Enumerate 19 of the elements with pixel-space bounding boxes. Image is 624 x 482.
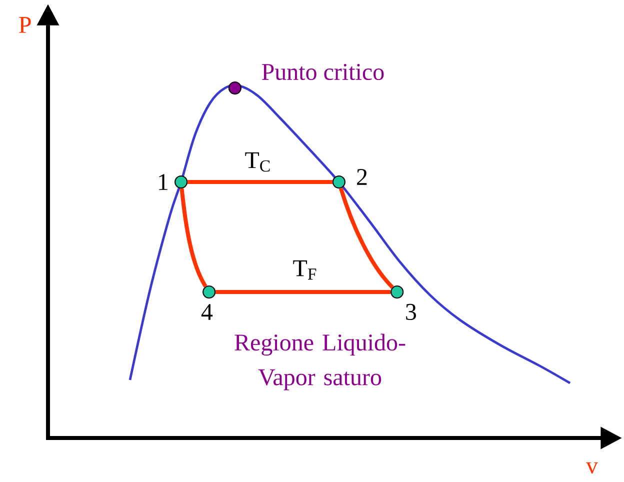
state-point: [174, 175, 188, 189]
point-label: 3: [406, 304, 416, 320]
state-point: [202, 285, 216, 299]
edge-label: T$_{C}$: [245, 152, 270, 172]
cycle-line: [180, 188, 208, 288]
cycle-line: [188, 180, 332, 184]
axis-label: P: [19, 17, 31, 33]
state-point: [228, 81, 242, 95]
point-label: 4: [201, 304, 213, 320]
state-point: [390, 285, 404, 299]
cycle-line: [216, 290, 391, 294]
cycle-line: [338, 188, 394, 289]
edge-label: T$_{F}$: [293, 260, 316, 280]
axis-label: v: [586, 462, 598, 474]
state-point: [332, 175, 346, 189]
point-label: 1: [159, 174, 168, 190]
point-label: 2: [357, 168, 367, 185]
region-label: Regione Liquido-Vapor saturo: [234, 334, 406, 390]
point-caption: Punto critico: [262, 64, 384, 80]
